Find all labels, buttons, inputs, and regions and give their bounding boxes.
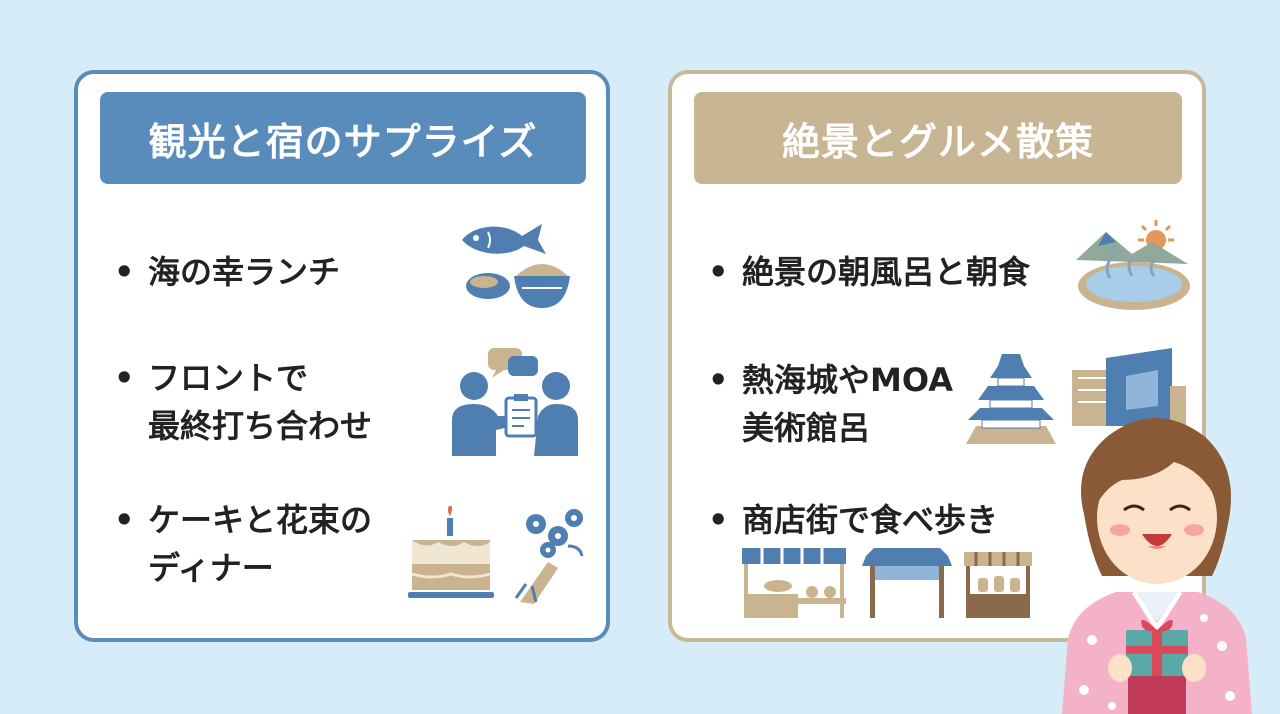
hot-spring-icon [1076,220,1190,310]
sightseeing-card: 観光と宿のサプライズ • 海の幸ランチ • フロントで 最終打ち合わせ • ケー… [74,70,610,642]
scenery-gourmet-card-title: 絶景とグルメ散策 [694,92,1182,184]
front-desk-meeting-icon [452,348,578,456]
kimono-girl-with-gift-icon [1062,418,1252,714]
item-line: 熱海城やMOA [742,361,953,399]
item-line: ディナー [148,549,274,587]
item-line: ケーキと花束の [148,501,373,539]
shopping-street-stalls-icon [742,548,1032,618]
sightseeing-card-title: 観光と宿のサプライズ [100,92,586,184]
item-line: フロントで [148,359,309,397]
fish-and-rice-icon [462,224,570,308]
castle-and-museum-icon [966,348,1186,444]
scenery-gourmet-card: 絶景とグルメ散策 • 絶景の朝風呂と朝食 • 熱海城やMOA 美術館呂 • 商店… [668,70,1206,642]
item-line: 絶景の朝風呂と朝食 [742,253,1031,291]
item-line: 海の幸ランチ [148,253,341,291]
cake-and-bouquet-icon [408,506,584,604]
item-line: 美術館呂 [742,409,871,447]
item-line: 商店街で食べ歩き [742,501,999,539]
item-line: 最終打ち合わせ [148,407,373,445]
